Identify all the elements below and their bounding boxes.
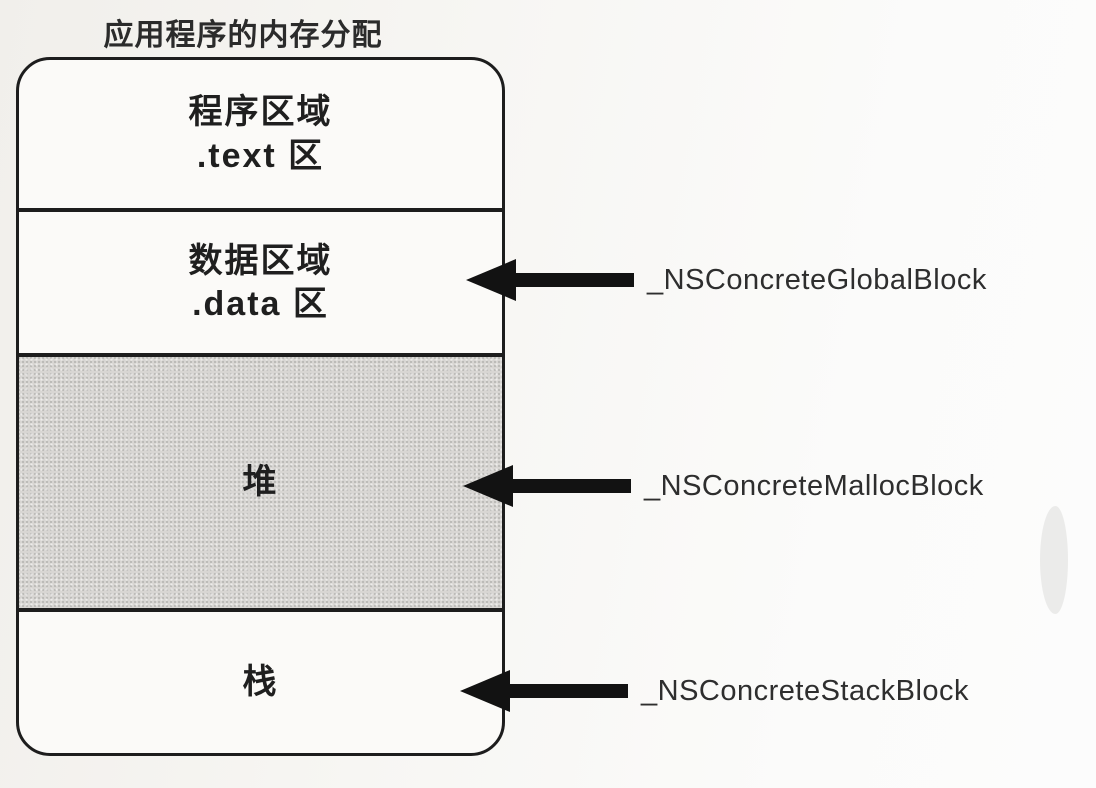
- data-segment-label-line1: 数据区域: [188, 241, 333, 280]
- data-segment-label-line2: .data 区: [192, 285, 329, 323]
- malloc-block-label: _NSConcreteMallocBlock: [644, 469, 984, 502]
- text-segment-label-line2: .text 区: [196, 136, 325, 175]
- memory-layout-box: 程序区域 .text 区 数据区域 .data 区 堆 栈: [16, 57, 505, 756]
- arrow-shaft: [509, 479, 631, 493]
- stack-segment-label: 栈: [242, 663, 279, 702]
- global-block-label: _NSConcreteGlobalBlock: [647, 263, 987, 296]
- left-arrow-icon: [466, 259, 516, 301]
- annotation-global-block: _NSConcreteGlobalBlock: [466, 258, 987, 302]
- scan-smudge-artifact: [1040, 506, 1068, 614]
- section-stack-segment: 栈: [19, 608, 502, 753]
- left-arrow-icon: [463, 465, 513, 507]
- left-arrow-icon: [460, 670, 510, 712]
- section-text-segment: 程序区域 .text 区: [19, 60, 502, 208]
- section-data-segment: 数据区域 .data 区: [19, 208, 502, 353]
- diagram-title: 应用程序的内存分配: [103, 19, 383, 52]
- text-segment-label-line1: 程序区域: [188, 93, 333, 132]
- arrow-shaft: [512, 273, 634, 287]
- heap-segment-label: 堆: [242, 463, 279, 502]
- stack-block-label: _NSConcreteStackBlock: [641, 674, 970, 707]
- arrow-shaft: [506, 684, 628, 698]
- annotation-malloc-block: _NSConcreteMallocBlock: [463, 464, 984, 508]
- annotation-stack-block: _NSConcreteStackBlock: [460, 669, 969, 713]
- section-heap-segment: 堆: [19, 353, 502, 608]
